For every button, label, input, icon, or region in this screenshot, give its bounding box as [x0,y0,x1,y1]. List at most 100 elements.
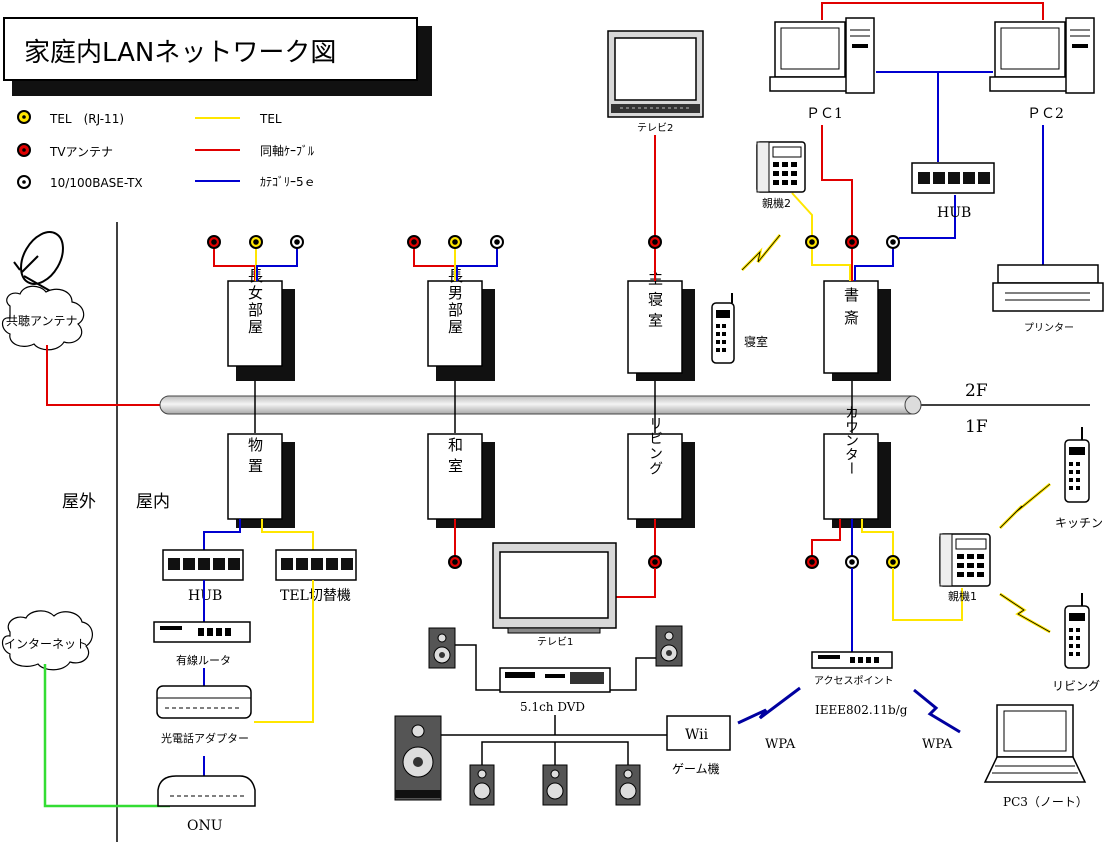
game-console-label: ゲーム機 [672,761,720,776]
tv1-icon [492,542,617,634]
tv-jack-icon [207,235,221,249]
tel-jack-icon [886,555,900,569]
room-label-living: リビング [647,416,663,476]
room-living [627,433,683,520]
diagram-title: 家庭内LANネットワーク図 [3,17,432,96]
onu-icon [157,775,256,807]
lan-jack-icon [490,235,504,249]
floor-1f-label: 1F [965,417,988,437]
internet-cloud: インターネット [1,610,93,671]
svg-text:家庭内LANネットワーク図: 家庭内LANネットワーク図 [24,38,336,68]
room-label-study: 書斎 [842,287,860,333]
base-phone-1-label: 親機1 [948,589,977,603]
floor-2f-label: 2F [965,381,988,401]
wpa-right-label: WPA [922,737,953,752]
legend-tv-jack-label: TVアンテナ [49,145,113,159]
zone-inside-label: 屋内 [136,492,170,512]
tv-jack-icon [845,235,859,249]
living-handset-icon [1064,593,1090,669]
base-phone-2-icon [756,141,806,193]
printer-icon [992,264,1104,312]
tv2-label: テレビ2 [637,122,673,134]
room-label-eldest-daughter: 長女部屋 [246,268,264,336]
wii-console: Wii [666,715,731,751]
room-label-japanese: 和室 [446,437,464,479]
base-phone-1-icon [939,533,991,587]
legend-tel-jack-icon [17,110,31,124]
kitchen-handset-icon [1064,427,1090,503]
legend: TEL (RJ-11) TVアンテナ 10/100BASE-TX TEL 同軸ｹ… [17,110,316,190]
dvd-player-icon [499,667,611,693]
lan-jack-icon [845,555,859,569]
tv2-icon [607,30,704,118]
tv-jack-icon [648,235,662,249]
svg-text:共聴アンテナ: 共聴アンテナ [6,314,78,328]
pc1-icon [769,17,875,94]
bedroom-handset-label: 寝室 [744,334,768,349]
room-eldest-son [427,280,483,367]
tel-switch-icon [275,549,357,581]
wpa-left-label: WPA [765,737,796,752]
router-icon [153,621,251,643]
printer-label: プリンター [1024,322,1074,334]
living-handset-label: リビング [1052,679,1100,693]
cable-conduit [159,395,922,415]
tv-jack-icon [805,555,819,569]
optical-adapter-icon [156,685,252,719]
zone-outside-label: 屋外 [62,492,96,512]
room-label-eldest-son: 長男部屋 [446,268,464,336]
room-counter [823,433,879,520]
hub-1f-label: HUB [188,588,222,604]
wireless-bolt-icon [999,592,1051,634]
legend-tel-line-label: TEL [259,112,282,126]
pc2-label: ＰＣ2 [1027,106,1064,122]
tel-jack-icon [249,235,263,249]
legend-cat5e-line-label: ｶﾃｺﾞﾘｰ5ｅ [260,175,316,189]
base-phone-2-label: 親機2 [762,196,791,210]
kitchen-handset-label: キッチン [1055,516,1103,530]
shared-antenna-cloud: 共聴アンテナ [1,285,85,351]
svg-text:Wii: Wii [685,727,709,743]
room-master-bedroom [627,280,683,374]
legend-lan-jack-label: 10/100BASE-TX [50,176,143,190]
room-label-storage: 物置 [246,437,264,479]
room-storage [227,433,283,520]
access-point-label: アクセスポイント [814,675,894,687]
tel-jack-icon [805,235,819,249]
speaker-fr-icon [655,625,683,667]
access-point-icon [811,651,893,669]
wireless-bolt-icon [913,688,961,734]
speaker-rr-icon [615,764,641,806]
legend-tel-jack-label: TEL (RJ-11) [49,112,124,126]
optical-adapter-label: 光電話アダプター [161,731,249,745]
dvd-label: 5.1ch DVD [520,700,585,714]
wireless-bolt-icon [737,686,801,725]
tv-jack-icon [648,555,662,569]
lan-jack-icon [886,235,900,249]
hub-2f-label: HUB [937,205,971,221]
tv1-label: テレビ1 [537,636,573,648]
satellite-dish-icon [13,231,64,293]
speaker-fl-icon [428,627,456,669]
speaker-center-icon [542,764,568,806]
hub-1f-icon [162,549,244,581]
room-label-counter: カウンター [843,405,859,475]
speaker-rl-icon [469,764,495,806]
router-label: 有線ルータ [176,653,231,667]
hub-2f-icon [911,162,995,194]
legend-tv-jack-icon [17,143,31,157]
ieee-label: IEEE802.11b/g [815,703,908,717]
subwoofer-icon [394,715,442,801]
tv-jack-icon [407,235,421,249]
onu-label: ONU [187,818,223,834]
tel-jack-icon [448,235,462,249]
pc1-label: ＰＣ1 [806,106,843,122]
room-japanese [427,433,483,520]
legend-coax-line-label: 同軸ｹｰﾌﾞﾙ [260,144,314,158]
lan-jack-icon [290,235,304,249]
tel-switch-label: TEL切替機 [280,588,351,604]
laptop-pc3-icon [983,704,1087,783]
legend-lan-jack-icon [17,175,31,189]
pc3-label: PC3（ノート） [1003,795,1088,809]
